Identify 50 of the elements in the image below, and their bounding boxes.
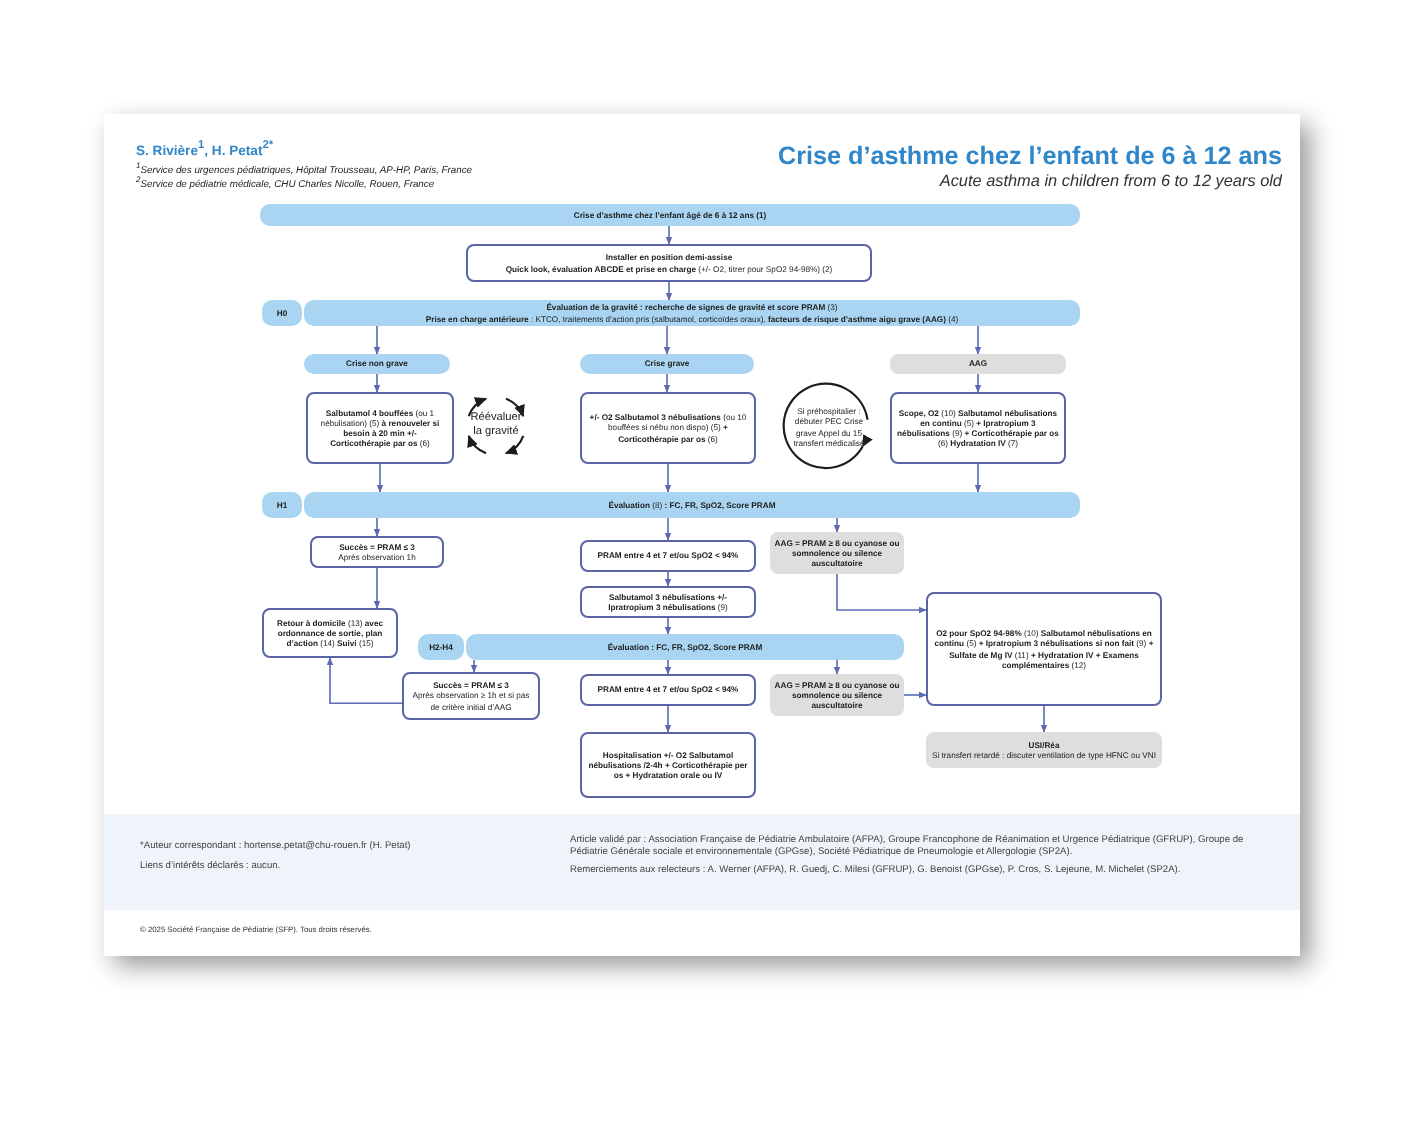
arrow (664, 463, 672, 493)
arrow (664, 659, 672, 675)
arrow (974, 325, 982, 355)
time-pill (262, 492, 302, 518)
arrow (903, 691, 927, 699)
evaluation-band (304, 492, 1080, 518)
arrow (376, 463, 384, 493)
arrow (664, 705, 672, 733)
arrow (373, 325, 381, 355)
arrow (663, 373, 671, 393)
arrow (1040, 705, 1048, 733)
arrow (326, 657, 403, 704)
category-pill (304, 354, 450, 374)
process-box (580, 732, 756, 798)
process-box (890, 392, 1066, 464)
arrow (833, 659, 841, 675)
outcome-box (926, 732, 1162, 768)
process-box (262, 608, 398, 658)
arrow (665, 281, 673, 301)
arrow (373, 517, 381, 537)
time-pill (418, 634, 464, 660)
evaluation-band (304, 300, 1080, 326)
process-box (306, 392, 454, 464)
header-band (260, 204, 1080, 226)
arrow (664, 517, 672, 541)
category-pill (890, 354, 1066, 374)
process-box (580, 674, 756, 706)
subtitle: Acute asthma in children from 6 to 12 years old (939, 172, 1282, 190)
evaluation-band (466, 634, 904, 660)
process-box (466, 244, 872, 282)
process-box (580, 540, 756, 572)
process-box (402, 672, 540, 720)
category-pill (580, 354, 754, 374)
time-pill (262, 300, 302, 326)
arrow (664, 617, 672, 635)
arrow (974, 373, 982, 393)
arrow (663, 325, 671, 355)
process-box (926, 592, 1162, 706)
process-box (580, 586, 756, 618)
arrow (373, 567, 381, 609)
arrow (470, 659, 478, 673)
arrow (974, 463, 982, 493)
arrow (665, 225, 673, 245)
arrow (833, 517, 841, 533)
title: Crise d’asthme chez l’enfant de 6 à 12 ans (778, 142, 1282, 170)
arrow (836, 573, 927, 614)
arrow (664, 571, 672, 587)
arrow (373, 373, 381, 393)
process-box (580, 392, 756, 464)
process-box (310, 536, 444, 568)
